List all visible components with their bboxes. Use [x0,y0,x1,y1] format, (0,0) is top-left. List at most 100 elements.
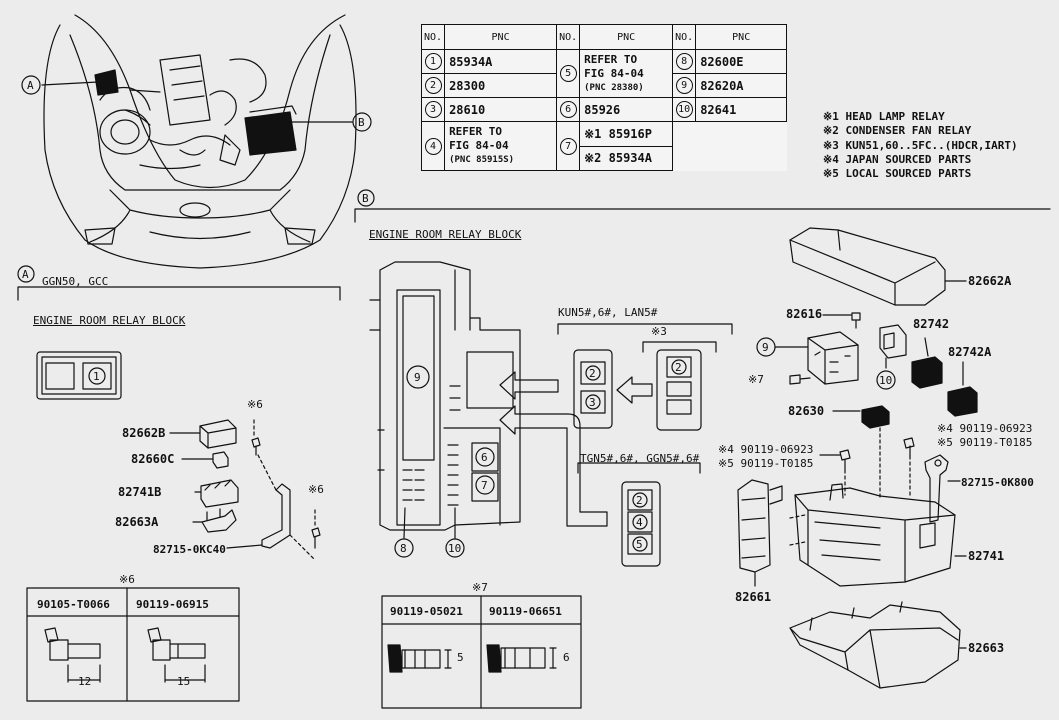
pnc-row-number: 7 [556,121,581,171]
part-label: 82660C [131,452,175,466]
part-label: 82630 [788,404,825,418]
tgn-relay-panel [621,481,661,567]
pnc-header-pnc: PNC [579,24,674,50]
kun-relay: 3 [589,396,596,409]
fastener-box-a-header: ※6 [119,573,135,586]
fastener-box-a-col: 90105-T0066 [37,598,110,611]
exploded-parts-illustration [737,227,978,689]
note3-relay: 2 [675,361,682,374]
note-item: ※4 JAPAN SOURCED PARTS [823,152,972,166]
note-item: ※1 HEAD LAMP RELAY [823,110,945,123]
notes-list: ※1 HEAD LAMP RELAY ※2 CONDENSER FAN RELA… [823,110,1018,181]
note-item: ※5 LOCAL SOURCED PARTS [823,167,972,181]
fastener-box-b-illustration [381,595,582,709]
pnc-row-number: 3 [420,97,446,122]
section-b-bracket [354,208,1051,223]
bolt-label: ※4 90119-06923 [937,422,1033,435]
tgn-relay: 5 [636,538,643,551]
note-item: ※3 KUN51,60..5FC..(HDCR,IART) [823,138,1018,152]
section-a-note6a: ※6 [247,398,263,411]
section-a-marker-label: A [22,268,29,281]
pnc-value: ※2 85934A [579,145,674,171]
part-label: 82661 [735,590,772,604]
pnc-row-number: 2 [420,73,446,98]
section-a-note6b: ※6 [308,483,324,496]
tgn-relay: 4 [636,516,643,529]
part-label: 82662B [122,426,166,440]
engine-bay-illustration [41,14,357,269]
callout-b-circle [352,112,372,132]
pnc-row-number: 4 [420,121,446,171]
pnc-value: 85926 [579,97,674,122]
block-callout-9: 9 [414,371,421,384]
pnc-header-pnc: PNC [444,24,558,50]
pnc-value: 82620A [695,73,788,98]
part-label: 82663A [115,515,159,529]
pnc-value: 28300 [444,73,558,98]
section-a-bracket [17,286,341,301]
part-label: 82616 [786,307,823,321]
section-a-title: ENGINE ROOM RELAY BLOCK [33,314,186,327]
pnc-value: ※1 85916P [579,121,674,147]
block-slot: 7 [481,479,488,492]
note-item: ※2 CONDENSER FAN RELAY [823,124,972,138]
relay-block-illustration [369,261,521,539]
pnc-row-number: 10 [672,97,697,122]
block-callout-10: 10 [448,542,462,555]
kun-relay: 2 [589,367,596,380]
part-label: 82662A [968,274,1012,288]
callout-9-circle [756,337,776,357]
part-label: 82663 [968,641,1005,655]
note3-relay-panel [656,349,702,431]
callout-b-label: B [358,116,365,129]
pnc-value: 85934A [444,49,558,74]
note3-bracket [642,341,717,353]
pnc-row-number: 8 [672,49,697,74]
part-label: 82742 [913,317,950,331]
bolt-label: ※5 90119-T0185 [718,457,814,470]
arrow-kun [499,371,559,400]
pnc-row-number: 9 [672,73,697,98]
note3-label: ※3 [651,325,667,338]
section-a-marker [17,265,35,283]
callout-10-label: 10 [879,374,893,387]
bolt-label: ※5 90119-T0185 [937,436,1033,449]
callout-a-label: A [27,79,34,92]
section-b-marker [357,189,375,207]
pnc-header-no: NO. [420,24,446,50]
part-label: 82715-0K800 [961,476,1034,489]
fastener-box-b-header: ※7 [472,581,488,594]
section-b-title: ENGINE ROOM RELAY BLOCK [369,228,522,241]
block-callout-8: 8 [400,542,407,555]
pnc-header-no: NO. [672,24,697,50]
kun-relay-panel [573,349,613,429]
pnc-row-number: 1 [420,49,446,74]
arrow-tgn [499,405,608,527]
pnc-row-number: 5 [556,49,581,98]
tgn-bracket [577,462,701,474]
section-a-relay-block [36,351,122,400]
pnc-header-no: NO. [556,24,581,50]
fastener-box-a-dim: 12 [78,675,92,688]
tgn-label: TGN5#,6#, GGN5#,6# [580,452,700,465]
fastener-box-b-col: 90119-06651 [489,605,562,618]
pnc-value: 82600E [695,49,788,74]
section-a-fuse-slot: 1 [93,370,100,383]
section-a-model: GGN50, GCC [42,275,109,288]
fastener-box-a-dim: 15 [177,675,191,688]
part-label: 82741B [118,485,162,499]
fastener-box-a-illustration [26,587,240,702]
callout-a-circle [21,75,41,95]
fastener-box-b-dim: 5 [457,651,464,664]
bolt-label: ※4 90119-06923 [718,443,814,456]
fastener-box-b-col: 90119-05021 [390,605,463,618]
callout-9-label: 9 [762,341,769,354]
note7-label: ※7 [748,373,764,386]
part-label: 82742A [948,345,992,359]
arrow-note3 [616,376,653,404]
kun-bracket [557,323,733,335]
block-slot: 6 [481,451,488,464]
part-label: 82715-0KC40 [153,543,226,556]
